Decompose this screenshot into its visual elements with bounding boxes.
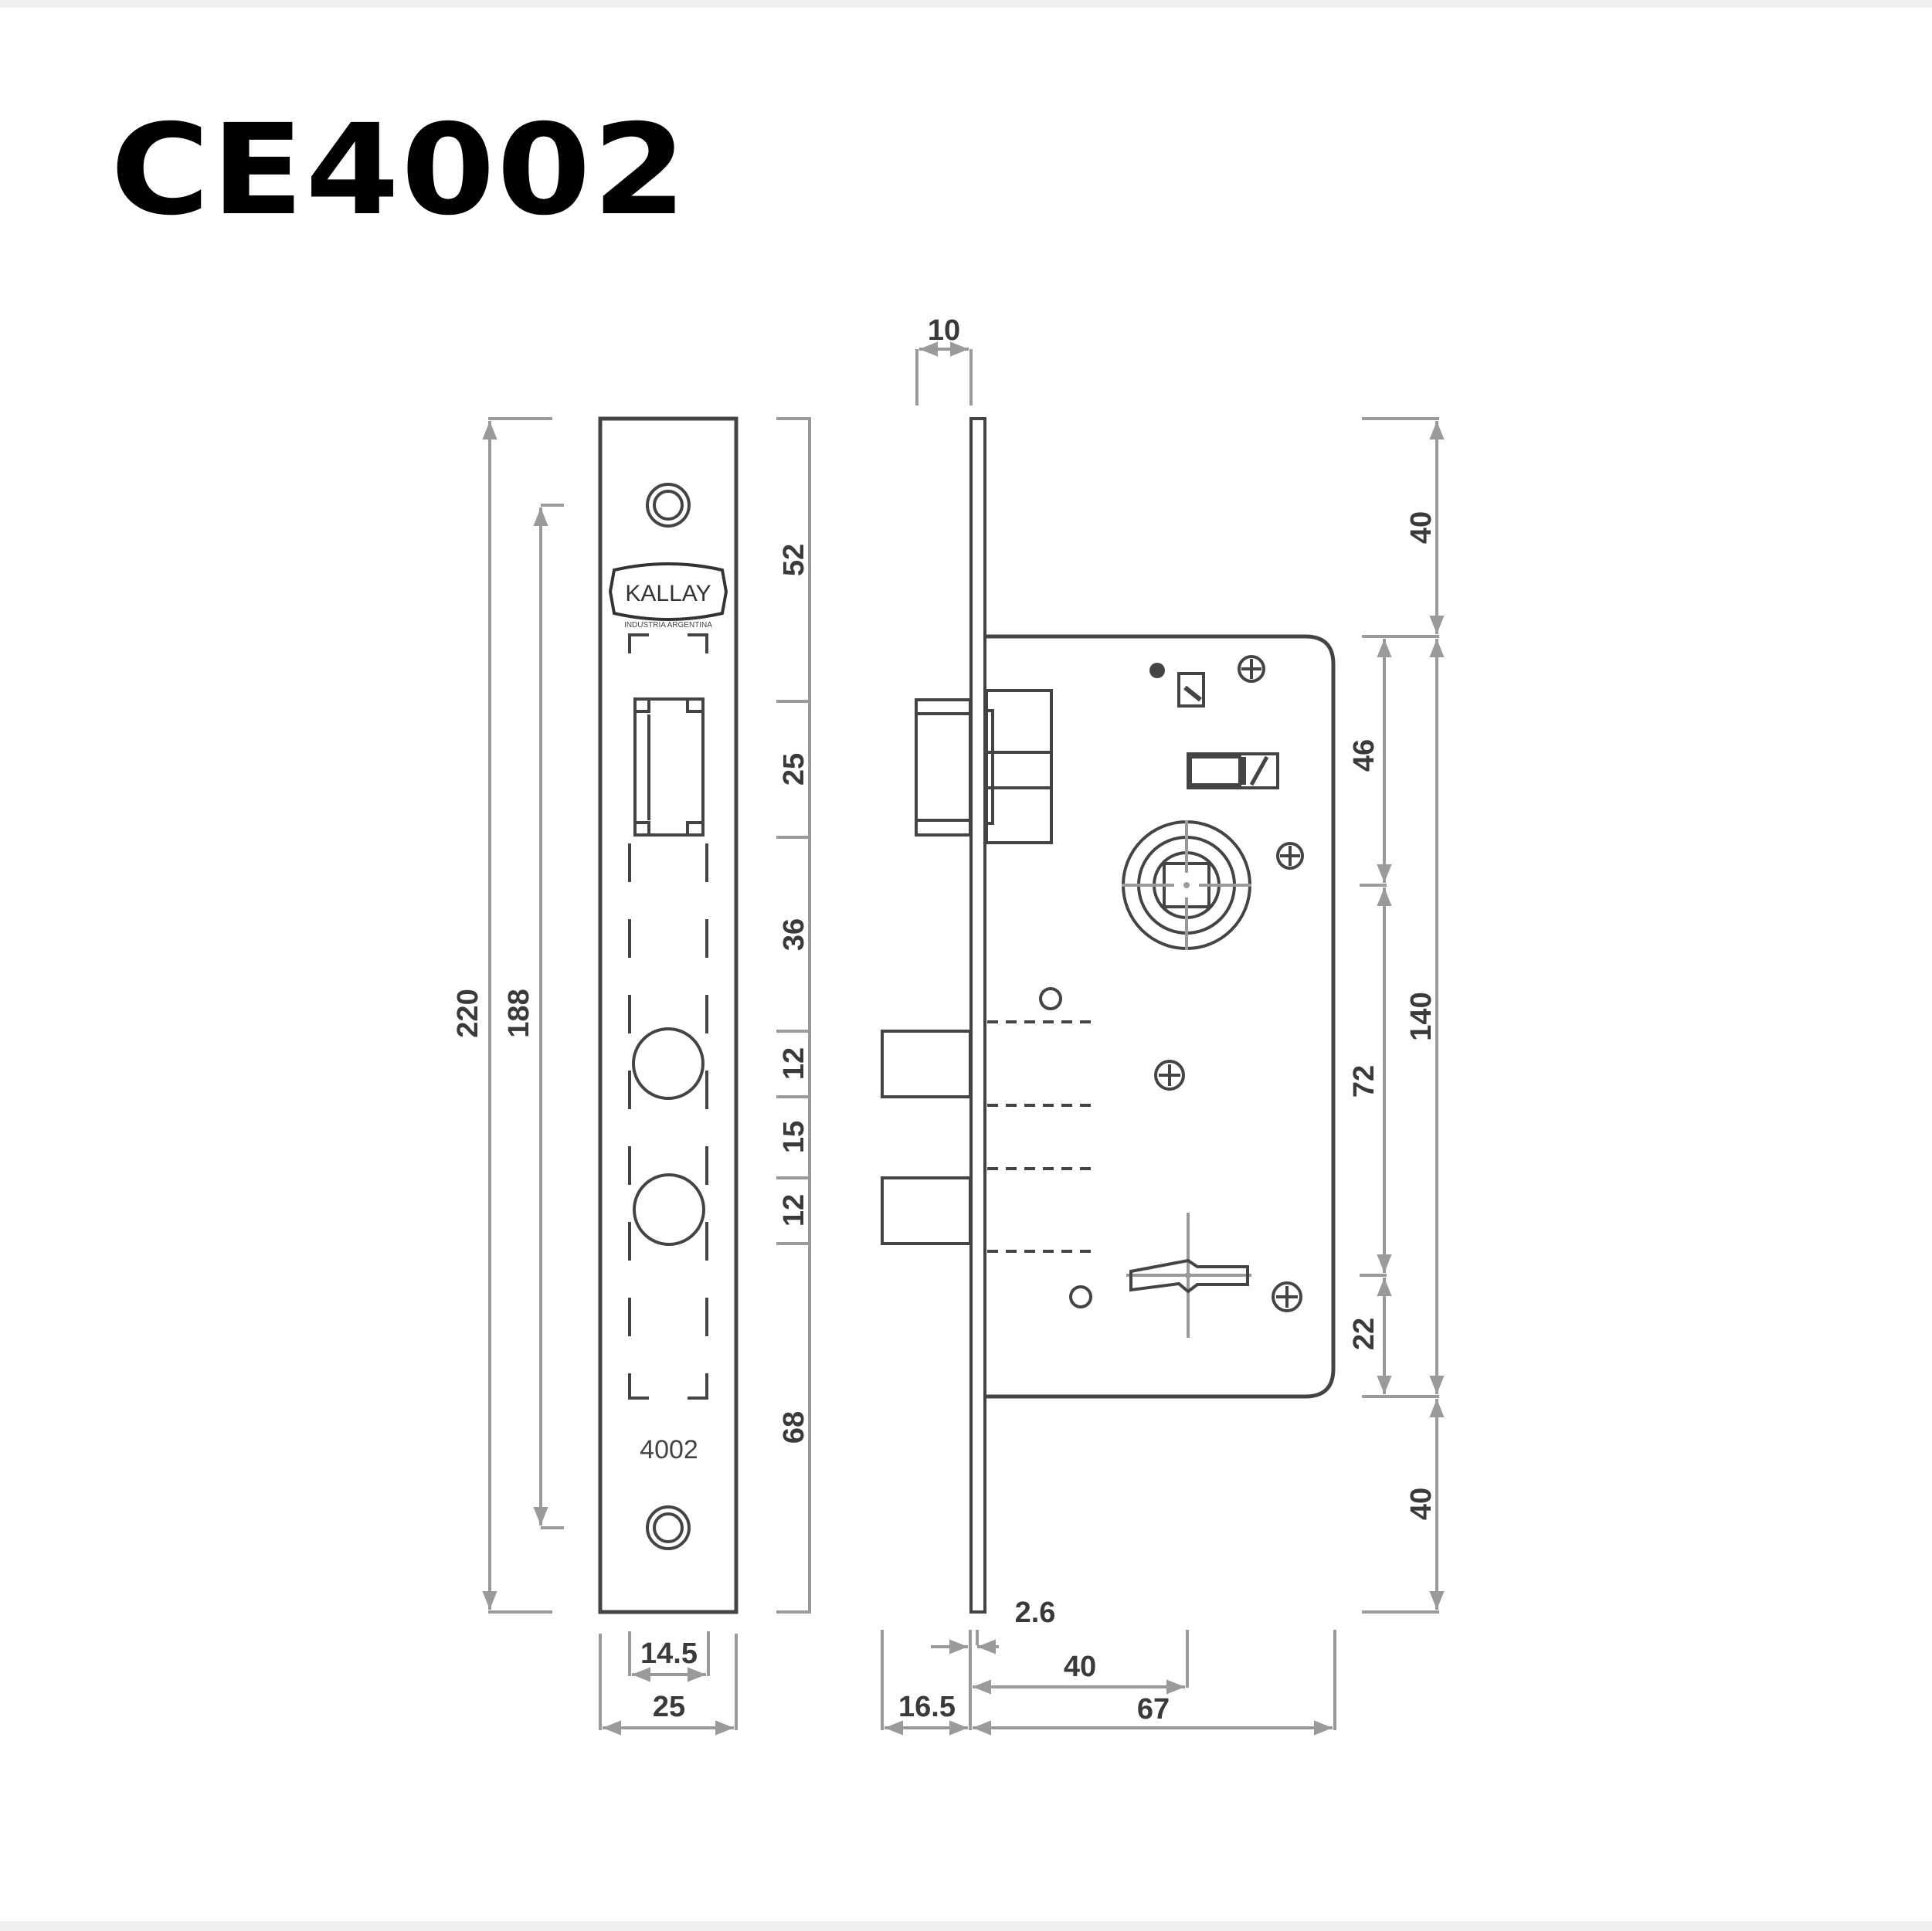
dim-seg-3: 36 <box>778 918 810 951</box>
dim-backset: 40 <box>1064 1651 1096 1683</box>
lower-bolt <box>881 1176 972 1245</box>
dim-top-margin: 40 <box>1405 511 1438 544</box>
faceplate-view: KALLAY INDUSTRIA ARGENTINA 4002 <box>598 416 739 1614</box>
faceplate-left-dimensions <box>482 417 564 1614</box>
side-right-dimension-lines <box>1360 417 1445 1614</box>
screw-icon-middle <box>1154 1060 1185 1091</box>
screw-icon-bottom <box>1272 1281 1302 1312</box>
pin-hole-lower <box>1069 1285 1092 1308</box>
dim-seg-1: 52 <box>778 544 810 576</box>
dim-follower-from-top: 46 <box>1348 739 1380 772</box>
brand-text: KALLAY <box>625 581 711 606</box>
dim-body-depth: 67 <box>1137 1693 1170 1726</box>
top-pin-icon <box>1149 663 1165 678</box>
pin-hole-upper <box>1039 987 1062 1010</box>
dim-overall-height: 220 <box>452 989 484 1037</box>
dim-follower-to-key: 72 <box>1348 1065 1380 1098</box>
faceplate-bottom-dimensions <box>599 1631 738 1736</box>
dim-faceplate-offset: 10 <box>928 314 960 347</box>
screw-icon-top <box>1238 655 1265 683</box>
faceplate-segment-dimensions <box>776 417 811 1614</box>
dim-bottom-margin: 40 <box>1405 1488 1438 1520</box>
side-bottom-dimension-lines <box>881 1630 1336 1736</box>
dim-body-height: 140 <box>1405 992 1438 1040</box>
kallay-logo: KALLAY INDUSTRIA ARGENTINA <box>608 562 728 630</box>
dim-seg-5: 15 <box>778 1121 810 1153</box>
follower-hub-icon <box>1122 820 1251 950</box>
bottom-screw-icon <box>646 1505 691 1550</box>
dim-seg-4: 12 <box>778 1047 810 1080</box>
bottom-border-band <box>0 1921 1932 1931</box>
dim-inner-width: 14.5 <box>640 1637 698 1670</box>
upper-bolt <box>881 1030 972 1098</box>
dim-faceplate-width: 25 <box>653 1691 685 1723</box>
key-lever-icon <box>1126 1213 1251 1338</box>
latch-opening <box>633 697 705 837</box>
dim-faceplate-thickness: 2.6 <box>1015 1597 1056 1629</box>
brand-subtitle: INDUSTRIA ARGENTINA <box>624 621 712 630</box>
bolt-travel-lines <box>987 1020 1097 1253</box>
top-border-band <box>0 0 1932 8</box>
dim-faceplate-offset-lines <box>915 341 973 406</box>
lock-body <box>986 634 1336 1399</box>
dashed-cutout-outline <box>628 633 708 1400</box>
dim-seg-2: 25 <box>778 753 810 786</box>
dim-seg-6: 12 <box>778 1194 810 1227</box>
dim-seg-7: 68 <box>778 1411 810 1444</box>
side-view <box>881 417 1336 1614</box>
product-title: CE4002 <box>110 98 688 243</box>
dim-key-from-bottom: 22 <box>1348 1318 1380 1350</box>
faceplate-outline <box>598 416 739 1614</box>
side-faceplate <box>969 417 986 1614</box>
upper-bolt-hole <box>632 1027 705 1100</box>
screw-icon-follower <box>1276 842 1304 870</box>
top-screw-icon <box>646 483 691 528</box>
toggle-lever-icon <box>1177 672 1205 708</box>
slide-switch-icon <box>1187 752 1279 789</box>
model-stamp: 4002 <box>640 1435 698 1464</box>
latch-bolt <box>915 689 1053 844</box>
lower-bolt-hole <box>633 1173 705 1246</box>
dim-bolt-projection: 16.5 <box>898 1691 956 1723</box>
dim-screw-spacing: 188 <box>503 989 535 1037</box>
